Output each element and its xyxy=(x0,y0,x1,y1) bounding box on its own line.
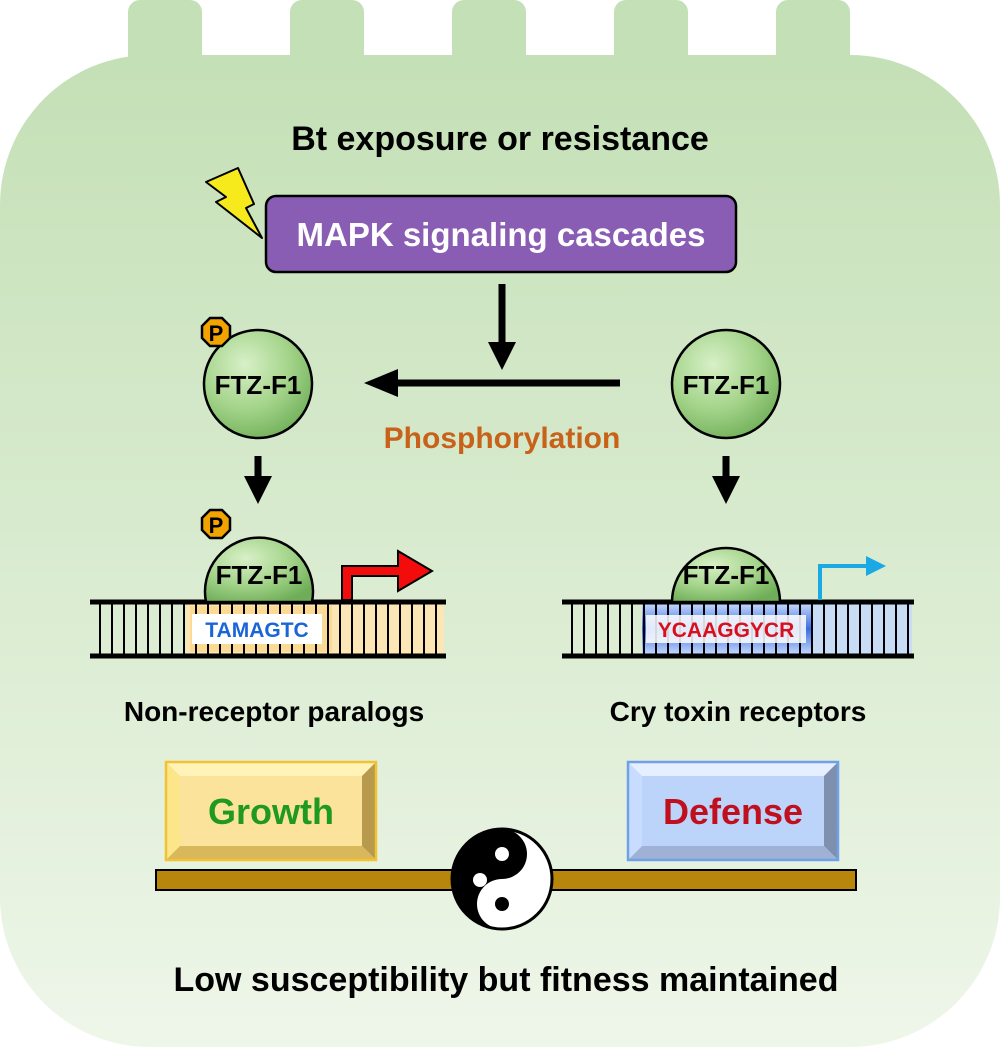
left-down-arrow xyxy=(244,456,272,504)
left-motif: TAMAGTC xyxy=(205,619,308,642)
left-dna: TAMAGTC xyxy=(90,599,446,659)
growth-label: Growth xyxy=(208,791,334,832)
ftz-f1-bound-right: FTZ-F1 xyxy=(670,546,782,604)
conclusion-text: Low susceptibility but fitness maintaine… xyxy=(174,961,839,999)
mapk-box: MAPK signaling cascades xyxy=(264,194,738,274)
lightning-bolt-icon xyxy=(205,167,263,239)
right-caption: Cry toxin receptors xyxy=(610,696,867,727)
ftz-label: FTZ-F1 xyxy=(683,370,770,400)
defense-block: Defense xyxy=(626,760,840,862)
right-motif: YCAAGGYCR xyxy=(658,619,795,642)
ftz-label: FTZ-F1 xyxy=(216,560,303,590)
phospho-badge-icon xyxy=(200,508,232,540)
diagram-title: Bt exposure or resistance xyxy=(291,120,709,158)
mapk-down-arrow xyxy=(488,284,516,370)
phospho-label: P xyxy=(209,513,224,538)
growth-block: Growth xyxy=(164,760,378,862)
ftz-f1-phosphorylated-top: FTZ-F1 P xyxy=(200,316,314,440)
ftz-label: FTZ-F1 xyxy=(215,370,302,400)
left-caption: Non-receptor paralogs xyxy=(124,696,424,727)
phosphorylation-arrow xyxy=(364,369,620,397)
ftz-f1-top-right: FTZ-F1 xyxy=(670,328,782,440)
defense-label: Defense xyxy=(663,791,803,832)
ftz-label: FTZ-F1 xyxy=(683,560,770,590)
mapk-label: MAPK signaling cascades xyxy=(297,216,706,253)
right-down-arrow xyxy=(712,456,740,504)
phospho-badge-icon xyxy=(200,316,232,348)
phosphorylation-label: Phosphorylation xyxy=(384,422,621,455)
right-transcription-arrow xyxy=(818,556,886,600)
left-transcription-arrow xyxy=(341,549,434,601)
yin-yang-icon xyxy=(450,827,554,931)
ftz-f1-phosphorylated-bound: FTZ-F1 P xyxy=(200,508,315,604)
right-dna: YCAAGGYCR xyxy=(562,599,914,659)
phospho-label: P xyxy=(209,321,224,346)
